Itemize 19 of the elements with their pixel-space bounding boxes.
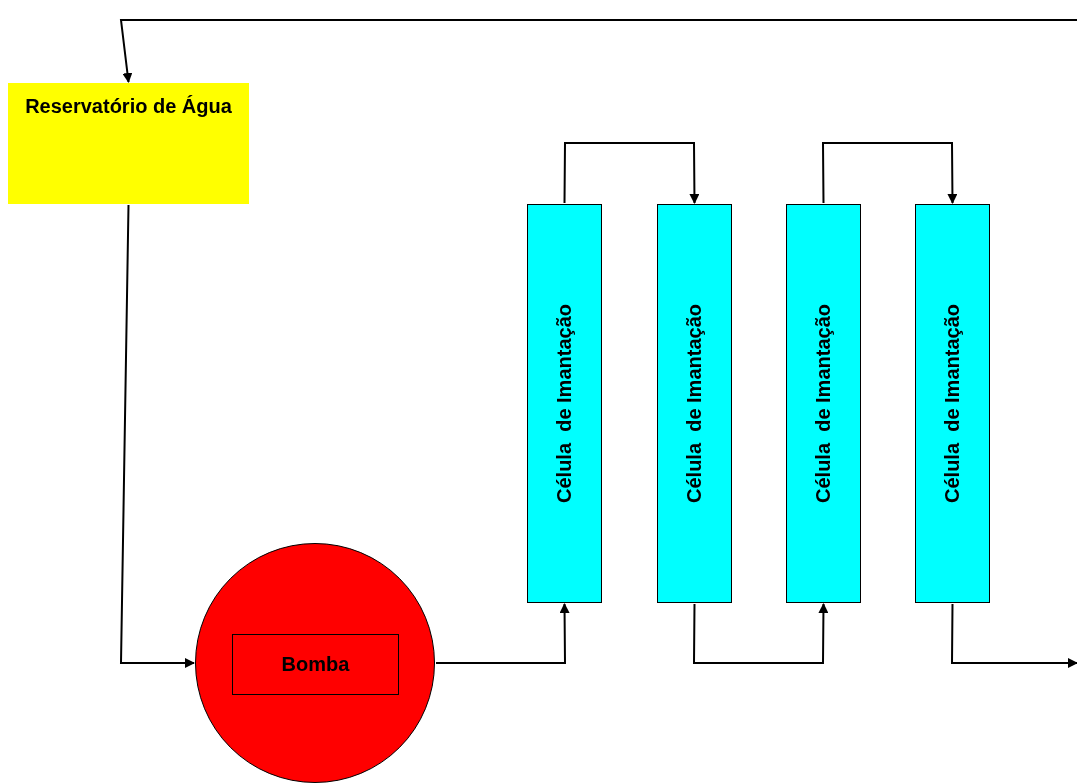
node-label: Célula de Imantação bbox=[812, 304, 835, 503]
cell-box bbox=[915, 204, 990, 603]
arrow bbox=[822, 142, 958, 204]
cell-box bbox=[527, 204, 602, 603]
node-label: Reservatório de Água bbox=[25, 95, 232, 118]
arrow bbox=[120, 204, 195, 668]
arrow bbox=[119, 19, 1077, 83]
arrow bbox=[435, 603, 570, 664]
cell-box bbox=[786, 204, 861, 603]
arrow bbox=[951, 603, 1077, 668]
node-label: Bomba bbox=[281, 653, 350, 676]
arrow bbox=[693, 603, 829, 664]
node-label: Célula de Imantação bbox=[683, 304, 706, 503]
cell-box bbox=[657, 204, 732, 603]
node-label: Célula de Imantação bbox=[553, 304, 576, 503]
node-label: Célula de Imantação bbox=[941, 304, 964, 503]
pump-box bbox=[232, 634, 399, 695]
reservoir-box bbox=[8, 83, 249, 204]
arrow bbox=[563, 142, 700, 204]
